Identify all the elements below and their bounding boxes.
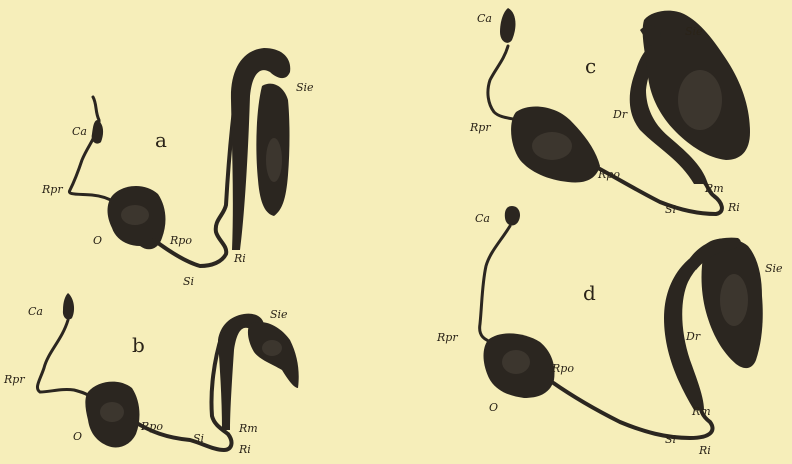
panel-d-label-si: Si xyxy=(665,433,676,446)
panel-b-label-rm: Rm xyxy=(238,422,258,435)
panel-d-anterior-duct xyxy=(480,226,510,344)
panel-b-label-sie: Sie xyxy=(270,308,288,321)
panel-d: d Ca Rpr O Rpo Si Rm Ri Dr Sie xyxy=(436,206,783,457)
panel-a-sac-mottle xyxy=(266,138,282,182)
panel-a-label-rpo: Rpo xyxy=(169,234,192,247)
panel-c-label-rpo: Rpo xyxy=(597,168,620,181)
panel-b-label-o: O xyxy=(73,430,82,443)
panel-a-anterior-duct xyxy=(69,97,114,202)
panel-b-anterior-duct xyxy=(37,320,92,398)
panel-d-label-ri: Ri xyxy=(698,444,711,457)
panel-d-label-o: O xyxy=(489,401,498,414)
panel-a-posterior-duct xyxy=(154,80,238,266)
panel-d-label-rpr: Rpr xyxy=(436,331,458,344)
panel-d-sac-mottle xyxy=(720,274,748,326)
panel-b-label-si: Si xyxy=(193,432,204,445)
panel-c-label-rpr: Rpr xyxy=(469,121,491,134)
panel-d-ovary-mottle xyxy=(502,350,530,374)
panel-c-chamber-mottle xyxy=(532,132,572,160)
panel-b-label-rpr: Rpr xyxy=(3,373,25,386)
panel-d-label-rm: Rm xyxy=(691,405,711,418)
panel-d-label-rpo: Rpo xyxy=(551,362,574,375)
panel-c-label-ca: Ca xyxy=(477,12,492,25)
panel-b: b Ca Rpr O Rpo Si Rm Ri Sie xyxy=(3,293,299,456)
panel-a-label-rpr: Rpr xyxy=(41,183,63,196)
panel-a-letter: a xyxy=(155,128,167,152)
panel-d-letter: d xyxy=(583,281,596,305)
panel-d-anterior-chamber xyxy=(505,206,520,225)
panel-c-letter: c xyxy=(585,54,596,78)
panel-c-anterior-duct xyxy=(488,46,518,120)
panel-b-ovary-mottle xyxy=(100,402,124,422)
panel-c-label-dr: Dr xyxy=(612,108,628,121)
panel-a-ovary-mottle xyxy=(121,205,149,225)
panel-a-label-ri: Ri xyxy=(233,252,246,265)
panel-a-label-o: O xyxy=(93,234,102,247)
panel-a-label-ca: Ca xyxy=(72,125,87,138)
panel-d-label-dr: Dr xyxy=(685,330,701,343)
panel-a: a Ca Rpr O Rpo Si Ri Sie xyxy=(41,48,314,288)
panel-c-anterior-chamber xyxy=(500,8,515,43)
panel-d-label-ca: Ca xyxy=(475,212,490,225)
panel-c-label-sie: Sie xyxy=(685,25,703,38)
panel-c-label-ri: Ri xyxy=(727,201,740,214)
panel-b-label-ca: Ca xyxy=(28,305,43,318)
panel-c-label-rm: Rm xyxy=(704,182,724,195)
panel-a-label-sie: Sie xyxy=(296,81,314,94)
panel-b-label-ri: Ri xyxy=(238,443,251,456)
panel-c-sac-mottle xyxy=(678,70,722,130)
panel-d-label-sie: Sie xyxy=(765,262,783,275)
panel-c: c Ca Rpr Rpo Si Rm Ri Dr Sie xyxy=(469,8,750,216)
panel-b-anterior-chamber xyxy=(63,293,74,320)
panel-b-letter: b xyxy=(132,333,145,357)
panel-b-sac-mottle xyxy=(262,340,282,356)
panel-b-label-rpo: Rpo xyxy=(140,420,163,433)
panel-a-label-si: Si xyxy=(183,275,194,288)
panel-a-anterior-chamber xyxy=(92,120,103,144)
panel-c-label-si: Si xyxy=(665,203,676,216)
